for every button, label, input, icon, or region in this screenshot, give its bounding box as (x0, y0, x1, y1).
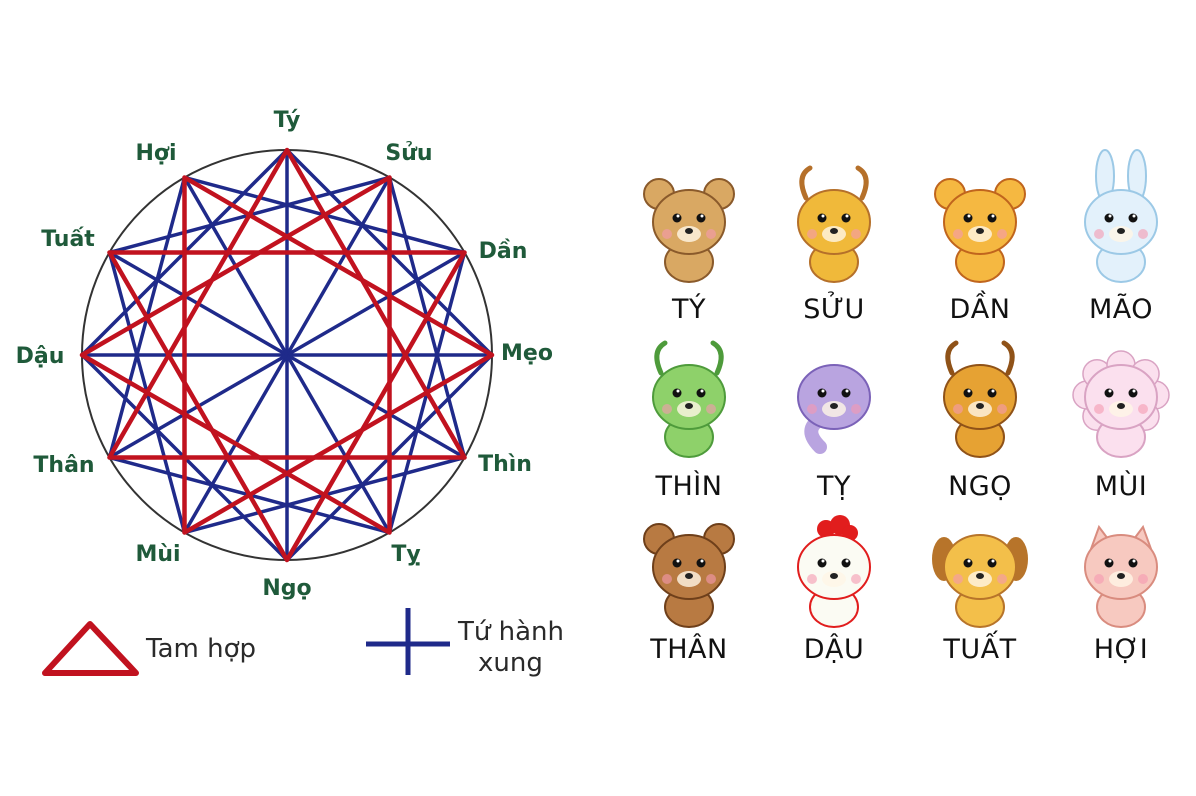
goat-icon (1072, 350, 1170, 458)
tu-hanh-xung-lines (80, 148, 494, 562)
branch-label-3: Mẹo (501, 341, 553, 366)
branch-label-9: Dậu (16, 344, 65, 369)
zodiac-animal-grid: TÝ SỬU DẦN MÃO THÌN TỴ NGỌ MÙI THÂN DẬU TUẤT HỢI (643, 149, 1170, 665)
animal-name-label: MÃO (1089, 293, 1153, 325)
rat-icon (643, 178, 735, 283)
pig-icon (1084, 524, 1158, 628)
snake-icon (797, 364, 871, 454)
branch-label-11: Hợi (135, 141, 176, 166)
animal-name-label: NGỌ (948, 471, 1012, 502)
animal-name-label: TỴ (816, 471, 851, 502)
branch-label-8: Thân (33, 453, 94, 478)
branch-label-1: Sửu (385, 141, 432, 166)
branch-label-5: Tỵ (391, 542, 420, 567)
dog-icon (932, 534, 1028, 628)
animal-name-label: DẦN (950, 290, 1011, 325)
dragon-icon (652, 340, 726, 458)
animal-name-label: DẬU (804, 633, 865, 665)
animal-name-label: TÝ (671, 293, 706, 325)
animal-name-label: TUẤT (942, 630, 1016, 665)
tam-hop-triangle (107, 250, 467, 563)
tam-hop-triangle (182, 175, 495, 535)
branch-label-6: Ngọ (262, 576, 311, 601)
animal-name-label: SỬU (803, 291, 865, 325)
tam-hop-triangles (79, 147, 495, 563)
legend: Tam hợp Tứ hành xung (42, 608, 564, 678)
animal-name-label: THÂN (649, 633, 727, 665)
branch-label-10: Tuất (41, 227, 95, 252)
branch-label-2: Dần (479, 239, 528, 264)
tam-hop-triangle (107, 147, 467, 460)
rabbit-icon (1084, 149, 1158, 283)
tam-hop-legend-triangle-icon (42, 621, 139, 676)
animal-name-label: MÙI (1095, 470, 1148, 502)
horse-icon (943, 340, 1017, 458)
animal-name-label: THÌN (655, 470, 723, 502)
ox-icon (797, 165, 871, 283)
branch-label-0: Tý (274, 108, 301, 133)
branch-label-4: Thìn (478, 452, 532, 477)
animal-name-label: HỢI (1094, 634, 1148, 665)
tam-hop-triangle (79, 175, 392, 535)
tu-hanh-xung-legend-label-line2: xung (478, 648, 543, 678)
rooster-icon (797, 515, 871, 628)
tu-hanh-xung-legend-cross-icon (366, 608, 450, 675)
tu-hanh-xung-legend-label-line1: Tứ hành (457, 617, 564, 647)
monkey-icon (643, 523, 735, 628)
branch-label-7: Mùi (135, 542, 180, 567)
tam-hop-legend-label: Tam hợp (145, 634, 256, 664)
tiger-icon (934, 178, 1026, 283)
